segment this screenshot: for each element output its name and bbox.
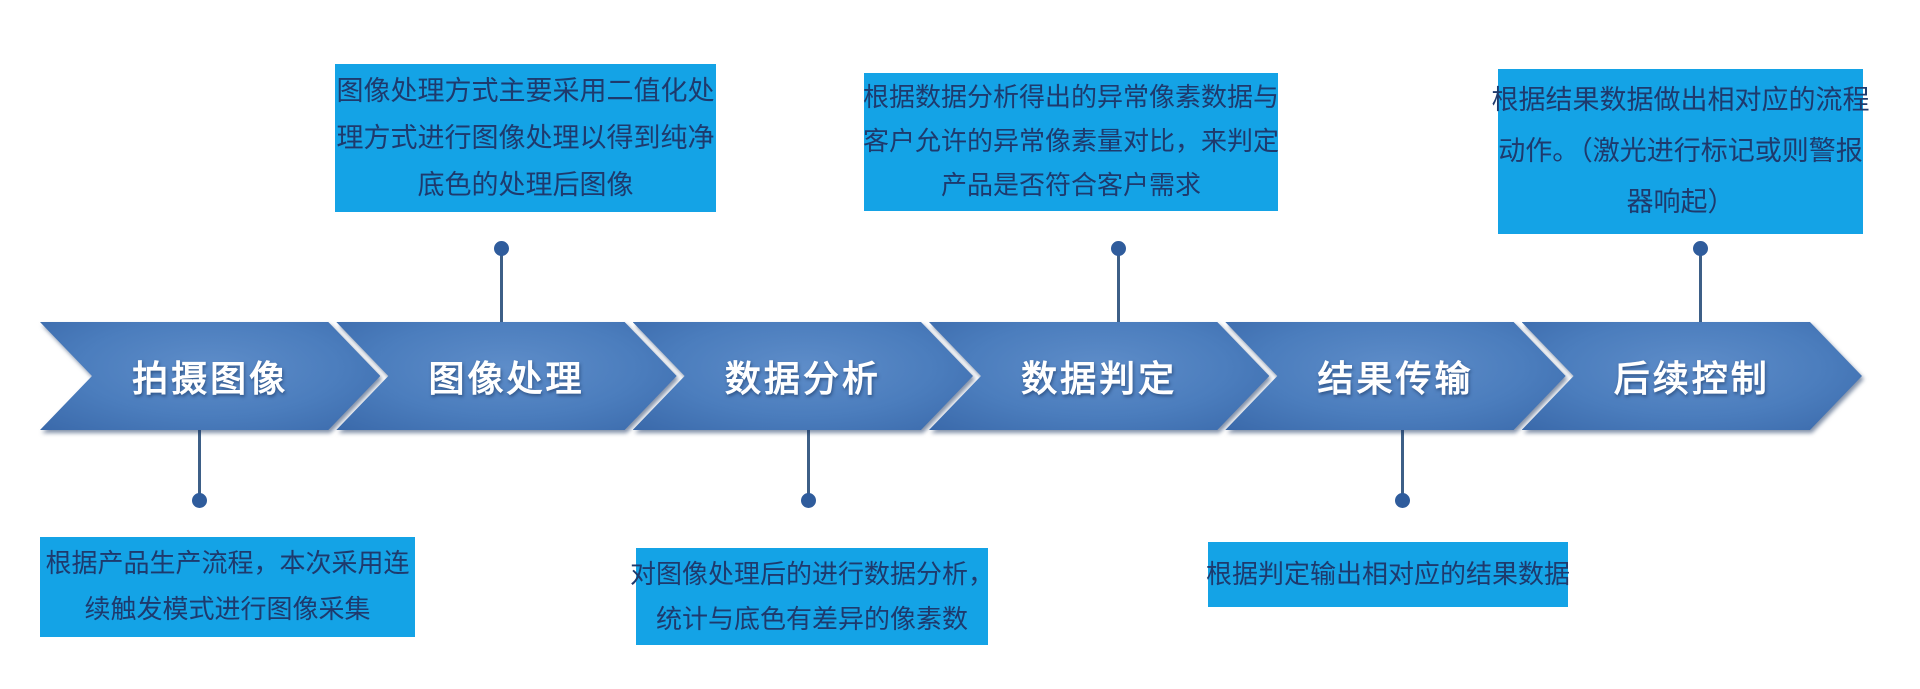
connector-line (807, 428, 810, 500)
process-step-label: 图像处理 (428, 358, 585, 399)
connector-dot (1693, 241, 1708, 256)
annotation-box-data-analysis: 对图像处理后的进行数据分析，统计与底色有差异的像素数 (630, 548, 994, 645)
annotation-box-image-processing: 图像处理方式主要采用二值化处理方式进行图像处理以得到纯净底色的处理后图像 (335, 64, 716, 212)
process-step-capture-image: 拍摄图像 (40, 322, 380, 430)
process-step-data-analysis: 数据分析 (633, 322, 973, 430)
process-step-result-transmission: 结果传输 (1225, 322, 1565, 430)
connector-line (1117, 248, 1120, 324)
process-step-label: 拍摄图像 (132, 358, 289, 399)
annotation-box-image-capture: 根据产品生产流程，本次采用连续触发模式进行图像采集 (40, 537, 415, 637)
connector-dot (801, 493, 816, 508)
connector-line (198, 428, 201, 500)
annotation-box-followup-control: 根据结果数据做出相对应的流程动作。（激光进行标记或则警报器响起） (1492, 69, 1870, 234)
process-step-followup-control: 后续控制 (1522, 322, 1862, 430)
connector-line (500, 248, 503, 324)
process-step-label: 数据判定 (1021, 358, 1178, 399)
annotation-box-data-judgment: 根据数据分析得出的异常像素数据与客户允许的异常像素量对比，来判定产品是否符合客户… (863, 73, 1279, 211)
connector-dot (1395, 493, 1410, 508)
connector-dot (1111, 241, 1126, 256)
process-step-label: 结果传输 (1317, 358, 1474, 399)
process-step-data-judgment: 数据判定 (929, 322, 1269, 430)
connector-dot (192, 493, 207, 508)
connector-line (1401, 428, 1404, 500)
process-step-image-processing: 图像处理 (336, 322, 676, 430)
process-step-label: 后续控制 (1613, 358, 1770, 399)
process-step-bar: 拍摄图像 图像处理 数据分析 数据判定 结果传输 后续控制 (40, 322, 1862, 430)
annotation-box-result-output: 根据判定输出相对应的结果数据 (1206, 542, 1570, 607)
process-step-label: 数据分析 (724, 358, 881, 399)
connector-dot (494, 241, 509, 256)
connector-line (1699, 248, 1702, 324)
